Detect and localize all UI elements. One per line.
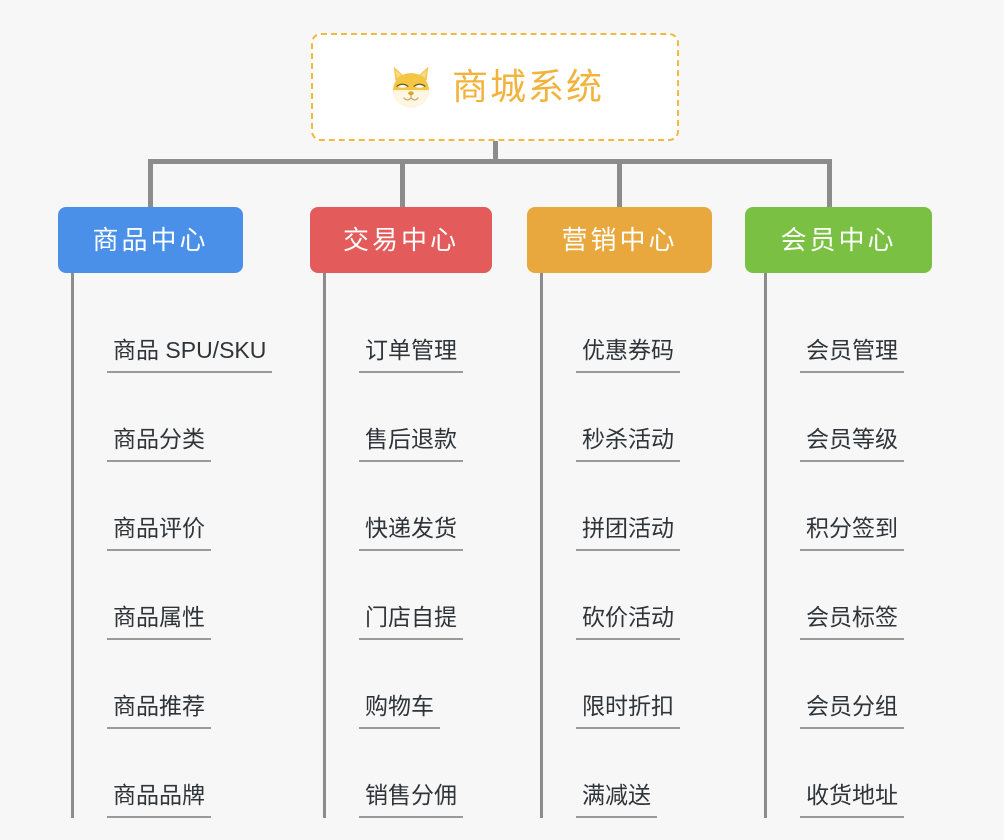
list-item[interactable]: 商品 SPU/SKU bbox=[74, 284, 278, 373]
list-item[interactable]: 会员等级 bbox=[767, 373, 965, 462]
category-header-member-center[interactable]: 会员中心 bbox=[745, 207, 932, 273]
list-item[interactable]: 砍价活动 bbox=[543, 551, 747, 640]
list-item[interactable]: 会员标签 bbox=[767, 551, 965, 640]
category-header-label: 营销中心 bbox=[561, 225, 678, 255]
list-item[interactable]: 满减送 bbox=[543, 729, 747, 818]
connector-root-stem bbox=[493, 141, 498, 163]
list-item-label: 积分签到 bbox=[806, 514, 898, 541]
list-item[interactable]: 积分签到 bbox=[767, 462, 965, 551]
item-list-member-center: 会员管理 会员等级 积分签到 会员标签 会员分组 收货地址 bbox=[764, 273, 965, 818]
item-list-marketing-center: 优惠券码 秒杀活动 拼团活动 砍价活动 限时折扣 满减送 bbox=[540, 273, 747, 818]
list-item[interactable]: 会员管理 bbox=[767, 284, 965, 373]
item-list-trade-center: 订单管理 售后退款 快递发货 门店自提 购物车 销售分佣 bbox=[323, 273, 530, 818]
list-item[interactable]: 拼团活动 bbox=[543, 462, 747, 551]
list-item[interactable]: 商品属性 bbox=[74, 551, 278, 640]
list-item[interactable]: 订单管理 bbox=[326, 284, 530, 373]
category-header-product-center[interactable]: 商品中心 bbox=[58, 207, 243, 273]
root-node-mall-system[interactable]: 商城系统 bbox=[311, 33, 679, 141]
column-member-center: 会员中心 会员管理 会员等级 积分签到 会员标签 会员分组 收货地址 bbox=[745, 207, 965, 818]
category-header-label: 会员中心 bbox=[780, 225, 897, 255]
list-item-label: 会员分组 bbox=[806, 692, 898, 719]
list-item[interactable]: 商品分类 bbox=[74, 373, 278, 462]
list-item-label: 优惠券码 bbox=[582, 336, 674, 363]
list-item[interactable]: 快递发货 bbox=[326, 462, 530, 551]
column-marketing-center: 营销中心 优惠券码 秒杀活动 拼团活动 砍价活动 限时折扣 满减送 bbox=[527, 207, 747, 818]
shiba-inu-icon bbox=[393, 66, 429, 108]
root-node-title: 商城系统 bbox=[451, 66, 604, 107]
list-item[interactable]: 优惠券码 bbox=[543, 284, 747, 373]
category-header-marketing-center[interactable]: 营销中心 bbox=[527, 207, 712, 273]
column-product-center: 商品中心 商品 SPU/SKU 商品分类 商品评价 商品属性 商品推荐 商品品牌 bbox=[58, 207, 278, 818]
list-item-label: 满减送 bbox=[582, 781, 651, 808]
list-item-label: 商品属性 bbox=[113, 603, 205, 630]
list-item-label: 商品品牌 bbox=[113, 781, 205, 808]
list-item-label: 订单管理 bbox=[365, 336, 457, 363]
list-item-label: 售后退款 bbox=[365, 425, 457, 452]
list-item[interactable]: 商品推荐 bbox=[74, 640, 278, 729]
list-item-label: 商品分类 bbox=[113, 425, 205, 452]
category-header-label: 商品中心 bbox=[92, 225, 209, 255]
category-header-label: 交易中心 bbox=[342, 225, 459, 255]
list-item[interactable]: 商品品牌 bbox=[74, 729, 278, 818]
list-item[interactable]: 限时折扣 bbox=[543, 640, 747, 729]
category-header-trade-center[interactable]: 交易中心 bbox=[310, 207, 492, 273]
connector-horizontal-bus bbox=[148, 159, 832, 164]
list-item[interactable]: 收货地址 bbox=[767, 729, 965, 818]
list-item-label: 商品推荐 bbox=[113, 692, 205, 719]
list-item[interactable]: 销售分佣 bbox=[326, 729, 530, 818]
connector-drop-member-center bbox=[827, 159, 832, 207]
list-item[interactable]: 售后退款 bbox=[326, 373, 530, 462]
list-item-label: 购物车 bbox=[365, 692, 434, 719]
list-item-label: 商品 SPU/SKU bbox=[113, 336, 267, 363]
list-item-label: 销售分佣 bbox=[365, 781, 457, 808]
column-trade-center: 交易中心 订单管理 售后退款 快递发货 门店自提 购物车 销售分佣 bbox=[310, 207, 530, 818]
list-item-label: 门店自提 bbox=[365, 603, 457, 630]
list-item-label: 会员标签 bbox=[806, 603, 898, 630]
list-item-label: 拼团活动 bbox=[582, 514, 674, 541]
list-item-label: 限时折扣 bbox=[582, 692, 674, 719]
connector-drop-marketing-center bbox=[617, 159, 622, 207]
list-item-label: 秒杀活动 bbox=[582, 425, 674, 452]
list-item[interactable]: 商品评价 bbox=[74, 462, 278, 551]
connector-drop-trade-center bbox=[400, 159, 405, 207]
list-item-label: 会员管理 bbox=[806, 336, 898, 363]
list-item-label: 砍价活动 bbox=[582, 603, 674, 630]
list-item[interactable]: 会员分组 bbox=[767, 640, 965, 729]
list-item[interactable]: 购物车 bbox=[326, 640, 530, 729]
list-item[interactable]: 秒杀活动 bbox=[543, 373, 747, 462]
item-list-product-center: 商品 SPU/SKU 商品分类 商品评价 商品属性 商品推荐 商品品牌 bbox=[71, 273, 278, 818]
list-item-label: 收货地址 bbox=[806, 781, 898, 808]
list-item-label: 商品评价 bbox=[113, 514, 205, 541]
list-item-label: 会员等级 bbox=[806, 425, 898, 452]
list-item-label: 快递发货 bbox=[365, 514, 457, 541]
list-item[interactable]: 门店自提 bbox=[326, 551, 530, 640]
connector-drop-product-center bbox=[148, 159, 153, 207]
